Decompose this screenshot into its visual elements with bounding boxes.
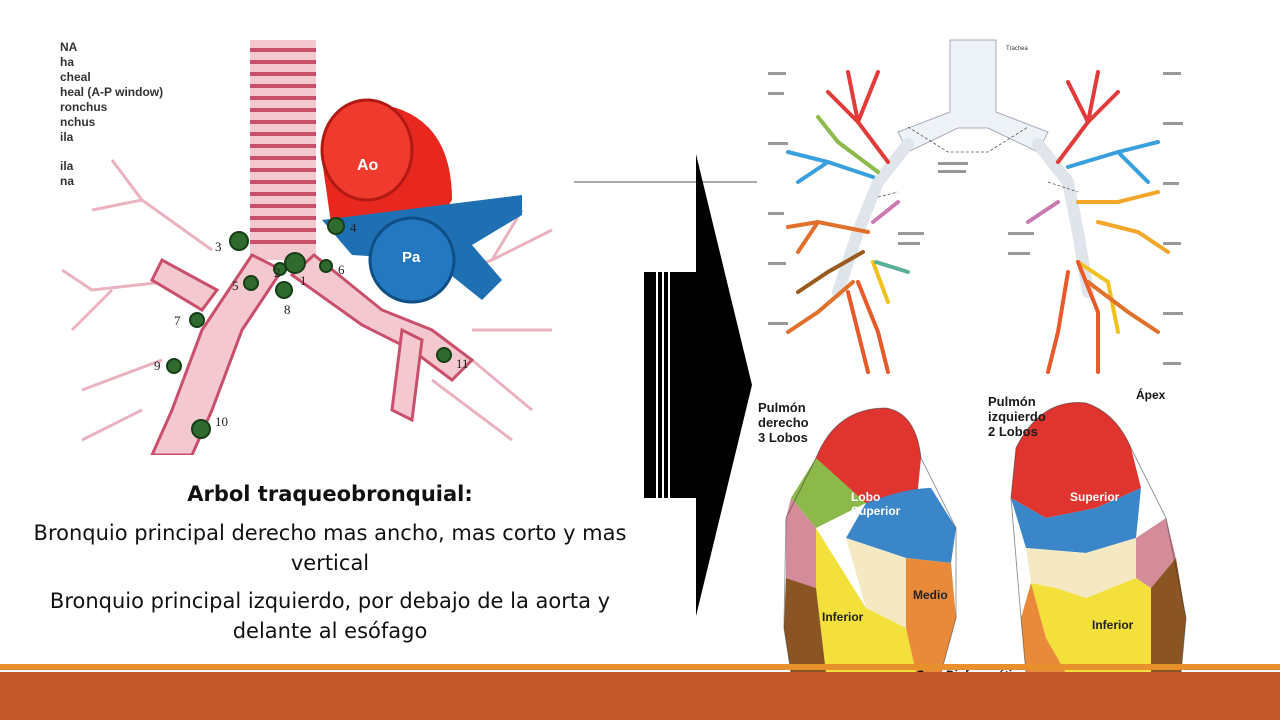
legend-line: nchus <box>60 115 96 129</box>
lung-lobes-drawing <box>783 402 1187 674</box>
node-label-1: 1 <box>300 273 307 288</box>
node-label-3: 3 <box>215 239 222 254</box>
pulmonary-artery-label: Pa <box>402 249 421 266</box>
node-label-6: 6 <box>338 262 345 277</box>
left-lung-title: Pulmón izquierdo 2 Lobos <box>988 394 1046 439</box>
left-lung-title-line: izquierdo <box>988 409 1046 424</box>
tracheobronchial-drawing: Ao Pa 1 2 3 4 5 6 7 8 9 10 11 <box>61 40 553 457</box>
trachea-label: Trachea <box>1006 46 1028 52</box>
node-label-5: 5 <box>232 278 239 293</box>
legend-line: ila <box>60 130 74 144</box>
footer-band <box>0 672 1280 720</box>
caption-title: Arbol traqueobronquial: <box>187 482 473 506</box>
node-label-11: 11 <box>456 356 469 371</box>
node-label-2: 2 <box>274 265 281 280</box>
right-lung-title-line: 3 Lobos <box>758 430 808 445</box>
node-label-4: 4 <box>350 220 357 235</box>
legend-line: ha <box>60 55 75 69</box>
left-lung-title-line: Pulmón <box>988 394 1036 409</box>
lobo-superior-line: Lobo <box>851 490 881 504</box>
medio-label: Medio <box>913 588 948 602</box>
lung-lobes-figure: Pulmón derecho 3 Lobos Pulmón izquierdo … <box>756 388 1210 686</box>
right-lung-title-line: derecho <box>758 415 809 430</box>
legend-line: na <box>60 174 75 188</box>
legend-line: cheal <box>60 70 91 84</box>
legend-line: heal (A-P window) <box>60 85 164 99</box>
right-lung-title: Pulmón derecho 3 Lobos <box>758 400 809 445</box>
arrow-shape <box>574 154 757 616</box>
node-label-9: 9 <box>154 358 161 373</box>
node-label-10: 10 <box>215 414 228 429</box>
figure-legend-fragment: NA ha cheal heal (A-P window) ronchus nc… <box>60 40 163 189</box>
bronchial-tree-drawing: Trachea <box>768 39 1183 374</box>
right-lung-title-line: Pulmón <box>758 400 806 415</box>
caption-line-left-bronchus: Bronquio principal izquierdo, por debajo… <box>49 589 611 643</box>
lobo-superior-label: Lobo Superior <box>851 490 900 518</box>
footer-accent-line <box>0 664 1280 670</box>
node-label-8: 8 <box>284 302 291 317</box>
legend-line: ronchus <box>60 100 108 114</box>
inferior-right-label: Inferior <box>822 610 864 624</box>
apex-label: Ápex <box>1136 388 1166 402</box>
tracheobronchial-illustration: Ao Pa 1 2 3 4 5 6 7 8 9 10 11 <box>52 30 572 457</box>
caption-line-right-bronchus: Bronquio principal derecho mas ancho, ma… <box>33 521 627 575</box>
legend-line: NA <box>60 40 78 54</box>
inferior-left-label: Inferior <box>1092 618 1134 632</box>
node-label-7: 7 <box>174 313 181 328</box>
lobo-superior-line: Superior <box>851 504 901 518</box>
superior-label: Superior <box>1070 490 1120 504</box>
bronchial-tree-figure: Trachea <box>758 32 1194 388</box>
aorta-label: Ao <box>357 157 379 174</box>
legend-line: ila <box>60 159 74 173</box>
caption-block: Arbol traqueobronquial: Bronquio princip… <box>30 482 630 654</box>
left-lung-title-line: 2 Lobos <box>988 424 1038 439</box>
